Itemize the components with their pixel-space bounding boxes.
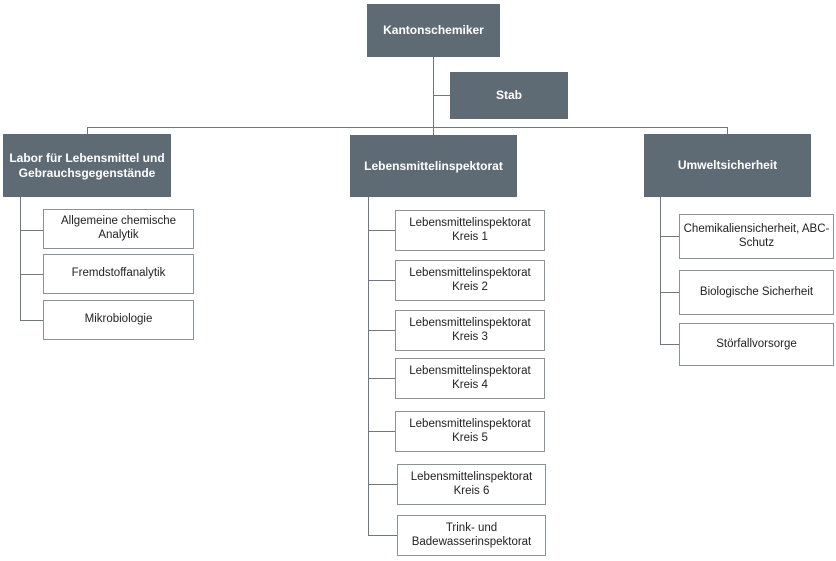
connector-dept2-unit-6 <box>368 484 397 485</box>
unit-box: Biologische Sicherheit <box>679 270 834 315</box>
unit-label: Biologische Sicherheit <box>699 285 814 298</box>
unit-box: Lebensmittelinspektorat Kreis 6 <box>397 464 546 505</box>
unit-label: Lebensmittelinspektorat Kreis 5 <box>409 417 531 444</box>
unit-box: Chemikaliensicherheit, ABC-Schutz <box>679 214 834 259</box>
unit-label: Fremdstoffanalytik <box>71 267 166 280</box>
connector-department-1 <box>87 127 88 135</box>
unit-label: Trink- und Badewasserinspektorat <box>411 521 532 548</box>
department-label-3: Umweltsicherheit <box>677 158 778 173</box>
connector-dept2-unit-7 <box>368 535 397 536</box>
department-box-3: Umweltsicherheit <box>644 134 811 197</box>
connector-dept1-unit-2 <box>20 274 43 275</box>
unit-label: Lebensmittelinspektorat Kreis 6 <box>410 470 533 497</box>
connector-dept3-unit-2 <box>660 292 679 293</box>
unit-label: Allgemeine chemische Analytik <box>60 215 177 241</box>
connector-root-trunk <box>433 56 434 128</box>
connector-dept2-units <box>368 197 369 535</box>
department-label-2: Lebensmittelinspektorat <box>364 158 503 173</box>
unit-box: Fremdstoffanalytik <box>43 254 194 294</box>
department-label-1: Labor für Lebensmittel und Gebrauchsgege… <box>9 151 165 180</box>
department-box-2: Lebensmittelinspektorat <box>350 135 517 197</box>
connector-department-bar <box>87 127 727 128</box>
unit-box: Lebensmittelinspektorat Kreis 3 <box>395 310 545 351</box>
staff-label: Stab <box>495 88 522 103</box>
root-box: Kantonschemiker <box>367 4 500 57</box>
connector-dept2-unit-5 <box>368 431 395 432</box>
connector-dept2-unit-4 <box>368 378 395 379</box>
unit-label: Lebensmittelinspektorat Kreis 2 <box>409 266 531 293</box>
connector-dept2-unit-1 <box>368 230 395 231</box>
unit-box: Trink- und Badewasserinspektorat <box>397 515 546 556</box>
unit-label: Lebensmittelinspektorat Kreis 3 <box>409 316 531 343</box>
staff-box: Stab <box>450 72 568 119</box>
connector-dept2-unit-2 <box>368 280 395 281</box>
connector-dept1-unit-3 <box>20 320 43 321</box>
unit-box: Lebensmittelinspektorat Kreis 1 <box>395 210 545 251</box>
unit-box: Lebensmittelinspektorat Kreis 5 <box>395 411 545 452</box>
connector-dept2-unit-3 <box>368 330 395 331</box>
connector-staff <box>433 95 450 96</box>
department-box-1: Labor für Lebensmittel und Gebrauchsgege… <box>3 134 171 197</box>
connector-department-3 <box>727 127 728 135</box>
unit-label: Mikrobiologie <box>84 313 153 326</box>
connector-dept3-unit-1 <box>660 236 679 237</box>
connector-dept3-unit-3 <box>660 344 679 345</box>
unit-label: Chemikaliensicherheit, ABC-Schutz <box>683 222 830 249</box>
connector-dept1-unit-1 <box>20 230 43 231</box>
unit-box: Lebensmittelinspektorat Kreis 2 <box>395 260 545 301</box>
unit-label: Störfallvorsorge <box>716 337 797 350</box>
unit-label: Lebensmittelinspektorat Kreis 1 <box>409 216 531 243</box>
unit-box: Allgemeine chemische Analytik <box>43 209 194 249</box>
connector-dept1-units <box>20 197 21 320</box>
unit-label: Lebensmittelinspektorat Kreis 4 <box>409 364 531 391</box>
connector-dept3-units <box>660 197 661 344</box>
connector-department-2 <box>433 127 434 136</box>
unit-box: Störfallvorsorge <box>679 323 834 366</box>
unit-box: Mikrobiologie <box>43 300 194 340</box>
root-label: Kantonschemiker <box>383 23 484 38</box>
unit-box: Lebensmittelinspektorat Kreis 4 <box>395 358 545 399</box>
